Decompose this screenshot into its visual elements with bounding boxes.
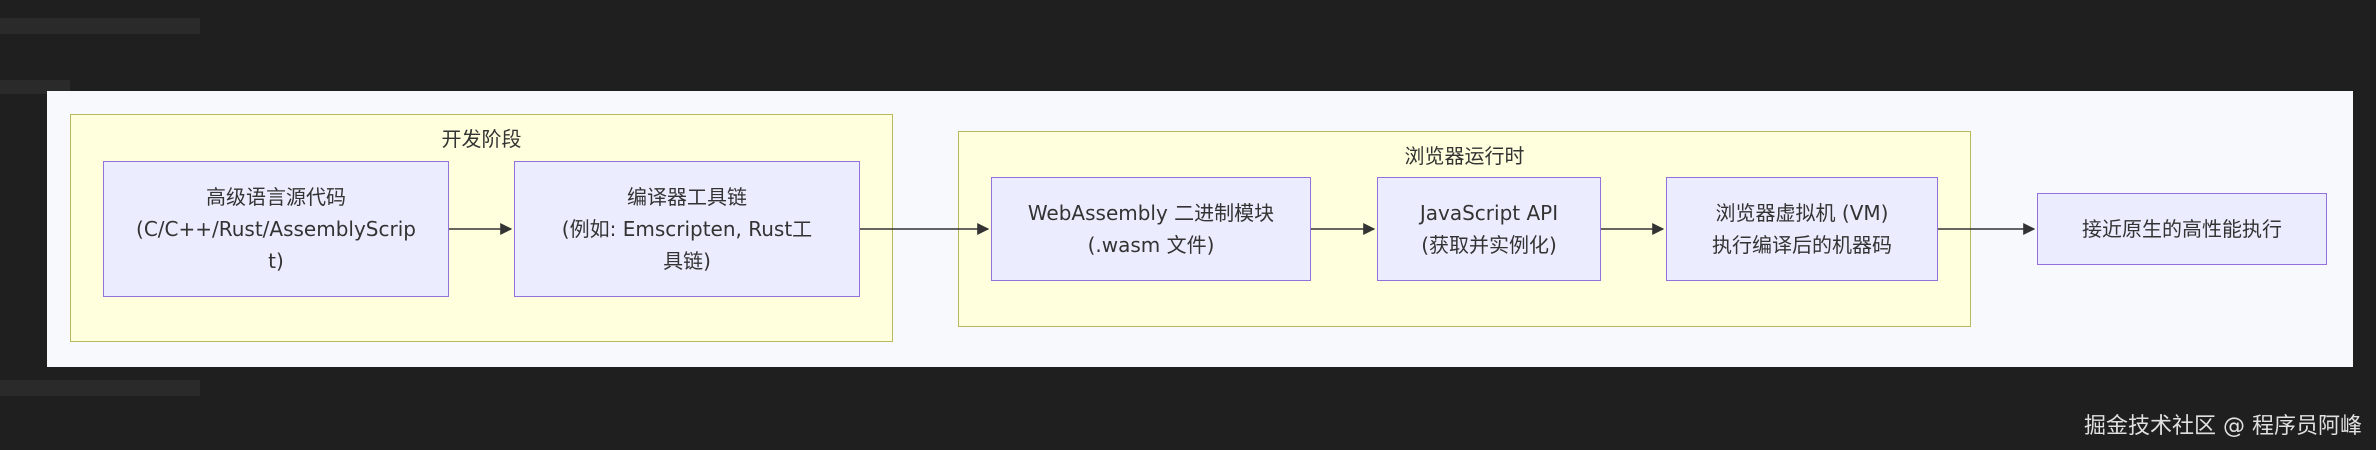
node-source-code: 高级语言源代码 (C/C++/Rust/AssemblyScrip t): [103, 161, 449, 297]
background-text-line: [0, 380, 200, 396]
node-wasm-module: WebAssembly 二进制模块 (.wasm 文件): [991, 177, 1311, 281]
node-native-performance: 接近原生的高性能执行: [2037, 193, 2327, 265]
node-javascript-api: JavaScript API (获取并实例化): [1377, 177, 1601, 281]
background-text-line: [0, 80, 70, 94]
watermark: 掘金技术社区 @ 程序员阿峰: [2084, 414, 2362, 439]
diagram-edges: [449, 223, 2036, 235]
node-browser-vm: 浏览器虚拟机 (VM) 执行编译后的机器码: [1666, 177, 1938, 281]
group-browser-runtime-title: 浏览器运行时: [1404, 144, 1525, 168]
background-text-line: [0, 18, 200, 34]
diagram-panel: 开发阶段 浏览器运行时 高级语言源代码 (C/C++/Rust/Assembly…: [47, 91, 2353, 367]
node-compiler-toolchain: 编译器工具链 (例如: Emscripten, Rust工 具链): [514, 161, 860, 297]
group-dev-stage-title: 开发阶段: [441, 127, 522, 151]
